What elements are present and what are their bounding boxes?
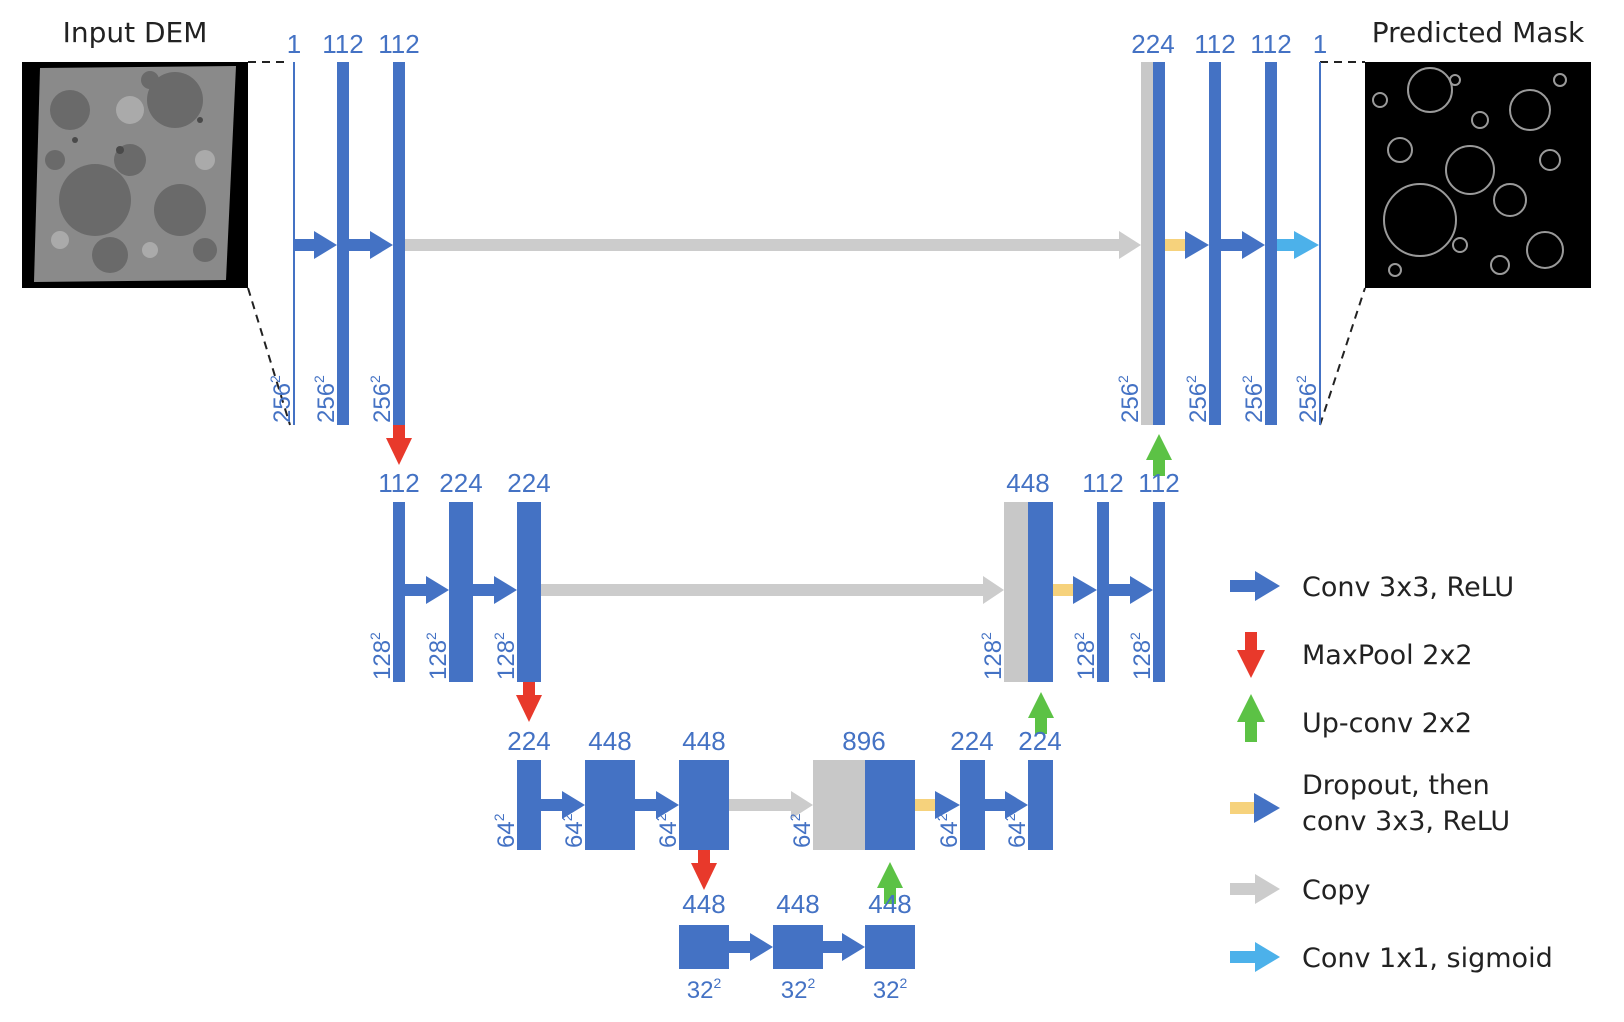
size-label: 1282 xyxy=(978,632,1007,680)
size-label: 1282 xyxy=(1071,632,1100,680)
size-label: 642 xyxy=(559,813,588,848)
channel-label: 224 xyxy=(1131,29,1174,59)
l3-block-1 xyxy=(517,760,541,850)
channel-label: 112 xyxy=(1194,29,1235,59)
size-label: 322 xyxy=(687,975,722,1004)
upconv-arrows xyxy=(877,434,1172,904)
r1-up-block xyxy=(1153,62,1165,425)
legend-conv-icon xyxy=(1230,571,1280,601)
predicted-mask-image xyxy=(1365,62,1591,288)
l4-block-2 xyxy=(773,925,823,969)
channel-label: 1 xyxy=(1313,29,1327,59)
l2-block-2 xyxy=(449,502,473,682)
size-label: 642 xyxy=(1002,813,1031,848)
r3-copy-block xyxy=(813,760,865,850)
legend-copy-icon xyxy=(1230,874,1280,904)
size-label: 2562 xyxy=(1293,375,1322,423)
size-label: 322 xyxy=(873,975,908,1004)
legend-upconv-label: Up-conv 2x2 xyxy=(1302,708,1472,739)
l1-block-1 xyxy=(293,62,295,425)
size-label: 1282 xyxy=(1127,632,1156,680)
l4-block-1 xyxy=(679,925,729,969)
size-label: 322 xyxy=(781,975,816,1004)
channel-label: 112 xyxy=(1082,468,1123,498)
r1-block-2 xyxy=(1209,62,1221,425)
legend-conv1x1-icon xyxy=(1230,942,1280,972)
legend-maxpool-icon xyxy=(1237,632,1265,678)
r3-block-3 xyxy=(1028,760,1053,850)
l3-block-3 xyxy=(679,760,729,850)
l1-block-2 xyxy=(337,62,349,425)
l1-block-3 xyxy=(393,62,405,425)
r2-up-block xyxy=(1028,502,1053,682)
legend-conv1x1-label: Conv 1x1, sigmoid xyxy=(1302,943,1553,974)
legend-conv-label: Conv 3x3, ReLU xyxy=(1302,572,1514,603)
size-label: 2562 xyxy=(267,375,296,423)
size-label: 2562 xyxy=(1183,375,1212,423)
size-label: 2562 xyxy=(1239,375,1268,423)
channel-label: 224 xyxy=(950,726,993,756)
channel-label: 448 xyxy=(776,889,819,919)
channel-label: 896 xyxy=(842,726,885,756)
input-dem-image xyxy=(22,62,248,288)
legend-copy-label: Copy xyxy=(1302,875,1371,906)
channel-labels: 1 112 112 112 224 224 224 448 448 448 44… xyxy=(287,29,1327,919)
legend-dropout-icon xyxy=(1230,793,1280,823)
size-label: 642 xyxy=(491,813,520,848)
channel-label: 224 xyxy=(439,468,482,498)
channel-label: 224 xyxy=(1018,726,1061,756)
r3-up-block xyxy=(865,760,915,850)
conv1x1-arrow xyxy=(1277,231,1319,259)
size-label: 1282 xyxy=(367,632,396,680)
channel-label: 112 xyxy=(1138,468,1179,498)
channel-label: 224 xyxy=(507,726,550,756)
channel-label: 1 xyxy=(287,29,301,59)
input-zoom-lines xyxy=(247,61,291,426)
legend-upconv-icon xyxy=(1237,694,1265,742)
r1-output-block xyxy=(1319,62,1321,425)
output-zoom-lines xyxy=(1319,61,1366,426)
l2-block-3 xyxy=(517,502,541,682)
channel-label: 112 xyxy=(378,29,419,59)
r1-copy-block xyxy=(1141,62,1153,425)
predicted-mask-title: Predicted Mask xyxy=(1372,16,1585,49)
l4-block-3 xyxy=(865,925,915,969)
channel-label: 448 xyxy=(682,726,725,756)
channel-label: 448 xyxy=(1006,468,1049,498)
conv-arrows xyxy=(295,231,1265,961)
size-label: 642 xyxy=(934,813,963,848)
channel-label: 224 xyxy=(507,468,550,498)
channel-label: 448 xyxy=(682,889,725,919)
r2-block-2 xyxy=(1097,502,1109,682)
legend: Conv 3x3, ReLU MaxPool 2x2 Up-conv 2x2 D… xyxy=(1230,571,1553,974)
r1-block-3 xyxy=(1265,62,1277,425)
size-label: 1282 xyxy=(491,632,520,680)
size-labels: 2562 2562 2562 1282 1282 1282 642 642 64… xyxy=(267,375,1322,1004)
r2-copy-block xyxy=(1004,502,1028,682)
channel-label: 448 xyxy=(588,726,631,756)
l2-block-1 xyxy=(393,502,405,682)
legend-maxpool-label: MaxPool 2x2 xyxy=(1302,640,1473,671)
input-dem-title: Input DEM xyxy=(63,16,208,49)
channel-label: 448 xyxy=(868,889,911,919)
size-label: 642 xyxy=(787,813,816,848)
size-label: 642 xyxy=(653,813,682,848)
dropout-arrows xyxy=(915,231,1209,819)
legend-dropout-label-2: conv 3x3, ReLU xyxy=(1302,806,1510,837)
size-label: 2562 xyxy=(1115,375,1144,423)
size-label: 2562 xyxy=(311,375,340,423)
copy-arrows xyxy=(405,231,1141,819)
legend-dropout-label-1: Dropout, then xyxy=(1302,770,1490,801)
r3-block-2 xyxy=(960,760,985,850)
size-label: 1282 xyxy=(423,632,452,680)
size-label: 2562 xyxy=(367,375,396,423)
channel-label: 112 xyxy=(1250,29,1291,59)
l3-block-2 xyxy=(585,760,635,850)
channel-label: 112 xyxy=(322,29,363,59)
channel-label: 112 xyxy=(378,468,419,498)
maxpool-arrows xyxy=(386,425,717,890)
r2-block-3 xyxy=(1153,502,1165,682)
